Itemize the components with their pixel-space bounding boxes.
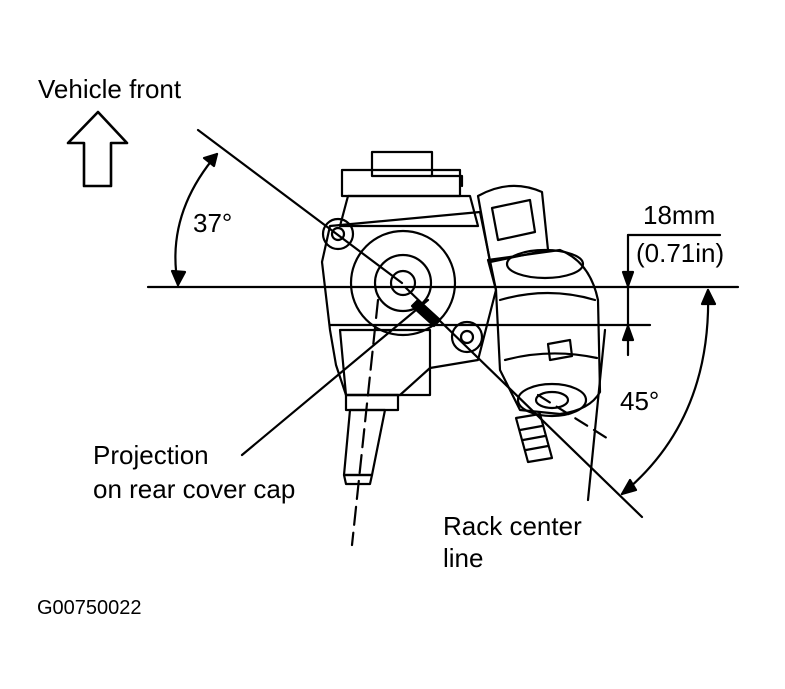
motor-axis-line — [586, 328, 607, 502]
dimension-arrow-down — [621, 270, 635, 288]
offset-in-label: (0.71in) — [636, 238, 725, 268]
motor-unit — [476, 184, 550, 264]
angle-45-arrow-top — [700, 288, 717, 306]
angle-37-leader-line — [196, 128, 404, 285]
dimension-arrow-up — [621, 324, 635, 342]
connector — [514, 412, 554, 464]
rack-center-line — [403, 285, 644, 519]
angle-37-arrow-bottom — [170, 269, 187, 287]
angle-37-arrow-top — [202, 152, 219, 168]
rack-center-label-line2: line — [443, 543, 484, 573]
angle-37-arc — [174, 152, 219, 287]
vehicle-front-label: Vehicle front — [38, 74, 182, 104]
angle-45-arrow-bottom — [620, 478, 638, 496]
projection-label-line2: on rear cover cap — [93, 474, 296, 504]
angle-45-label: 45° — [620, 386, 660, 416]
up-arrow-icon — [66, 110, 129, 188]
rack-center-label-line1: Rack center — [443, 511, 582, 541]
rear-cover-cap — [349, 229, 457, 337]
pinion-axis-dashed — [536, 393, 612, 442]
projection-label-line1: Projection — [93, 440, 209, 470]
angle-37-label: 37° — [193, 208, 233, 238]
angle-45-arc — [620, 288, 710, 496]
figure-code: G00750022 — [37, 597, 142, 619]
offset-mm-label: 18mm — [643, 200, 716, 230]
projection-axis-dashed — [350, 298, 380, 547]
projection-leader-line — [240, 298, 430, 457]
